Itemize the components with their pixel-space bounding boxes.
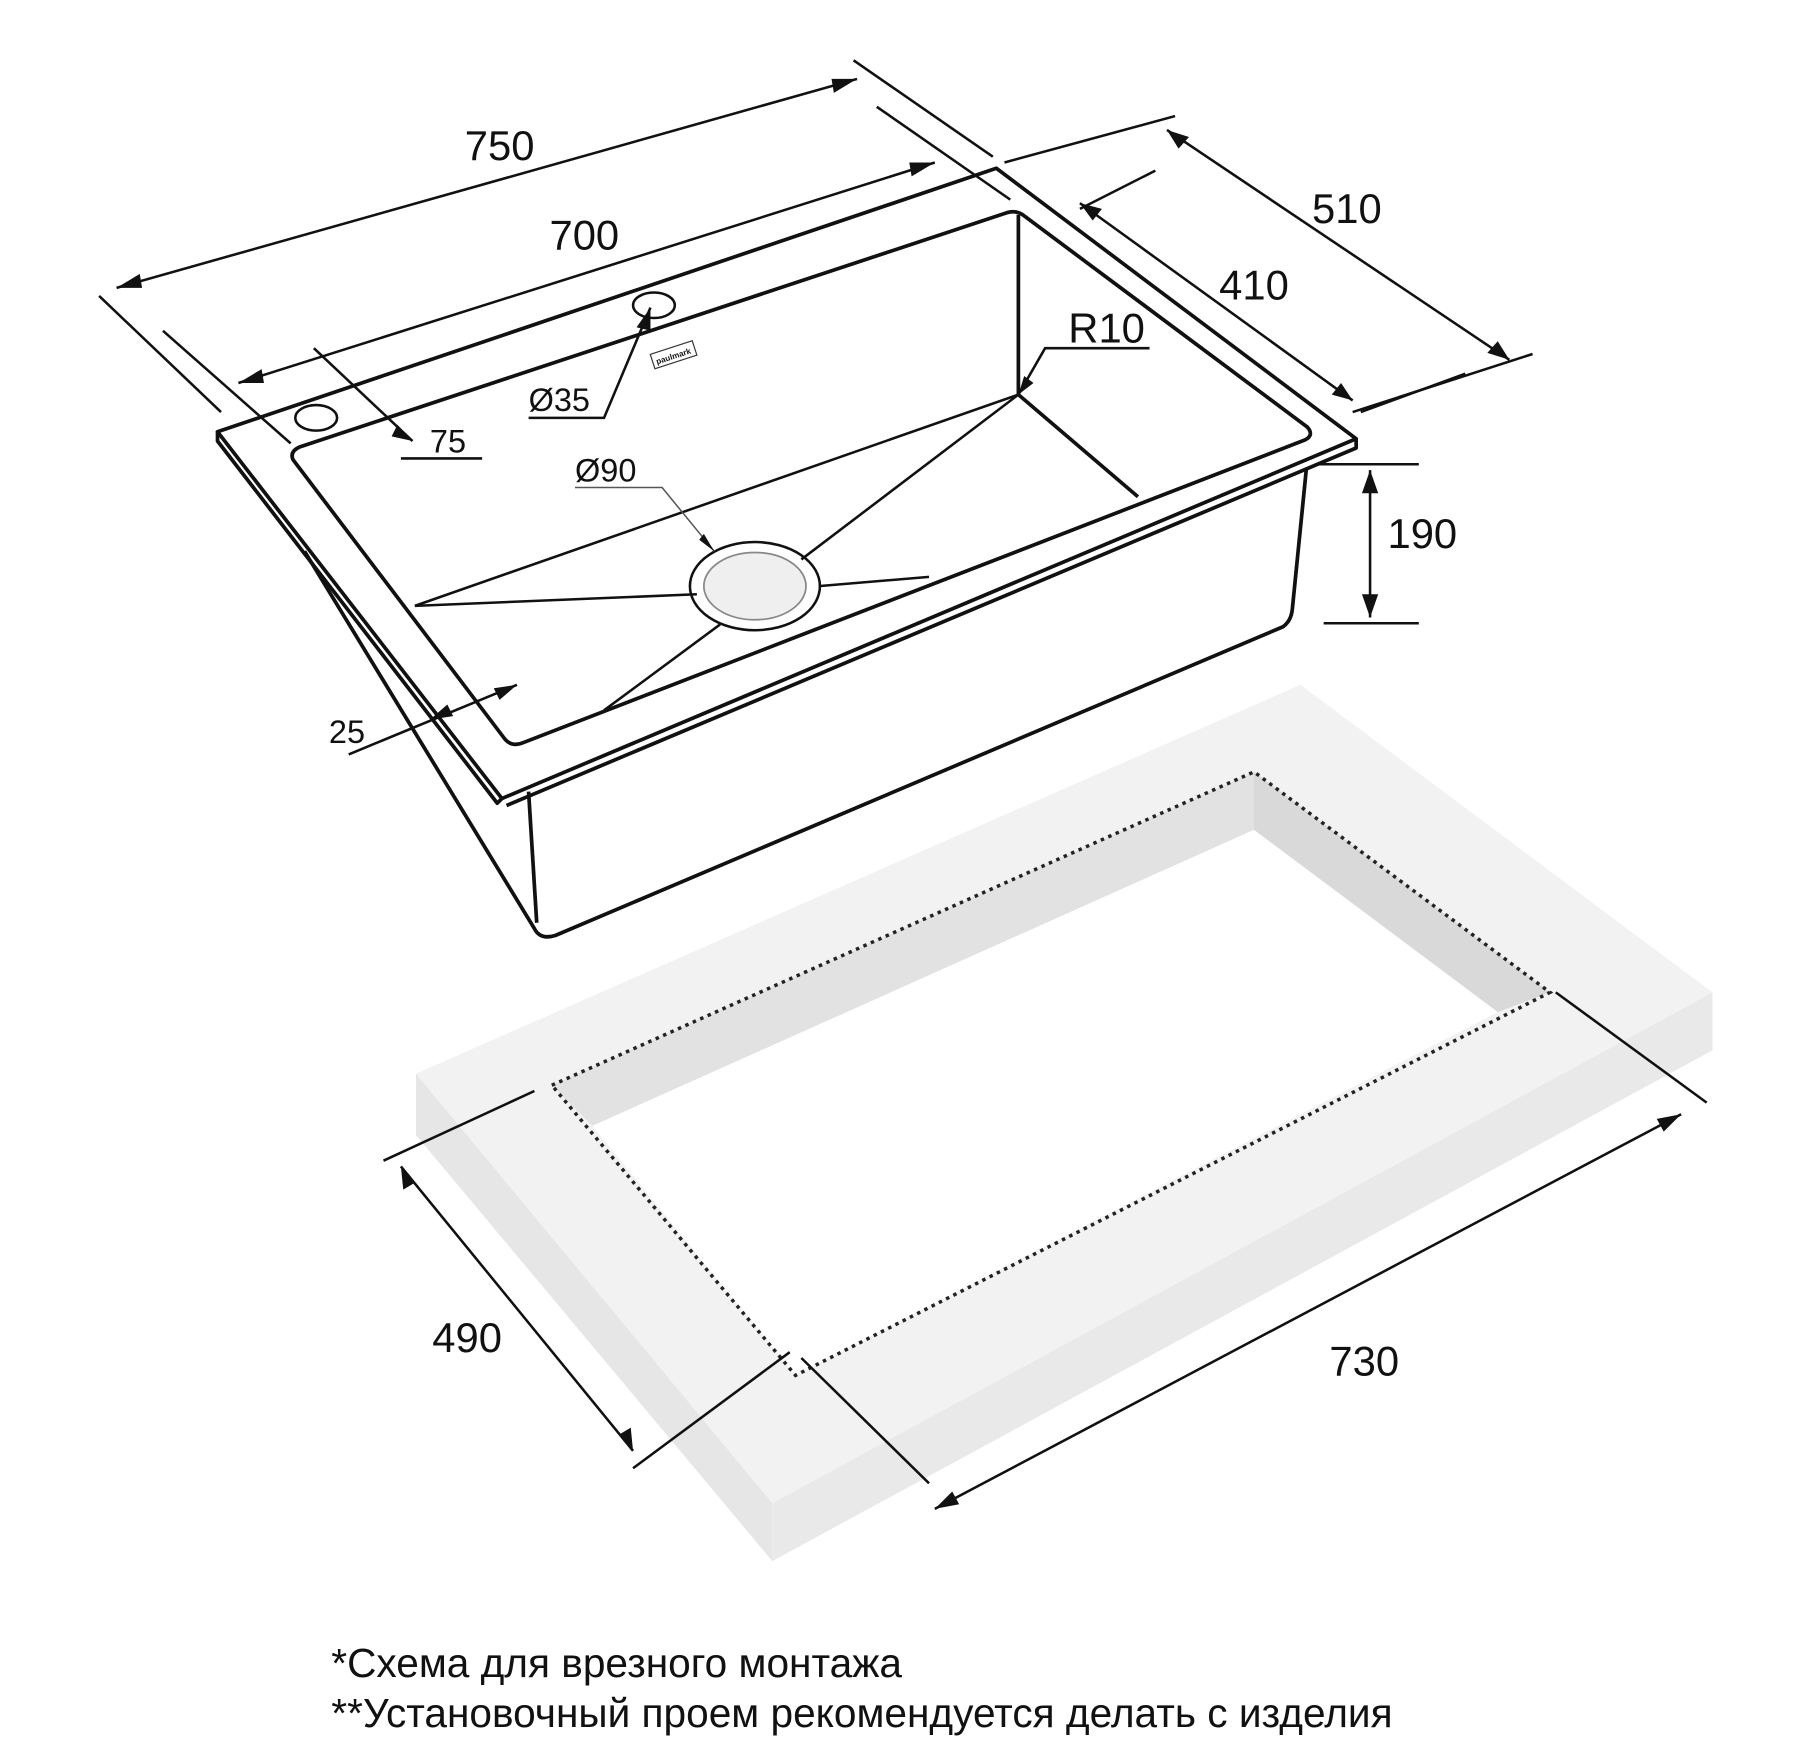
note-mounting: *Схема для врезного монтажа bbox=[331, 1640, 902, 1686]
dimension-lines bbox=[98, 59, 1708, 1510]
sink-rim bbox=[215, 166, 1358, 801]
counter-front-face bbox=[772, 992, 1713, 1562]
cutout-back-wall bbox=[551, 771, 1255, 1126]
dim-r10: R10 bbox=[1068, 304, 1145, 351]
drain-icon bbox=[688, 540, 822, 632]
dim-75: 75 bbox=[430, 424, 466, 460]
dim-drain: Ø90 bbox=[575, 453, 636, 489]
dim-490: 490 bbox=[432, 1314, 502, 1361]
sink: paulmark bbox=[215, 166, 1358, 939]
dim-750: 750 bbox=[465, 122, 535, 169]
tap-hole-icon bbox=[631, 291, 677, 320]
counter-left-face bbox=[416, 1073, 773, 1562]
cutout-side-wall bbox=[1254, 771, 1550, 1013]
bowl-opening bbox=[290, 209, 1313, 747]
tap-hole-icon bbox=[294, 403, 339, 432]
note-cutout: **Установочный проем рекомендуется делат… bbox=[331, 1690, 1392, 1736]
dim-510: 510 bbox=[1312, 185, 1382, 232]
dim-730: 730 bbox=[1329, 1337, 1399, 1384]
dim-410: 410 bbox=[1219, 261, 1289, 308]
dim-190: 190 bbox=[1387, 510, 1457, 557]
dim-25: 25 bbox=[329, 714, 365, 750]
brand-logo: paulmark bbox=[649, 340, 698, 370]
cutout-opening bbox=[592, 829, 1498, 1376]
cutout-outline bbox=[548, 769, 1554, 1378]
countertop bbox=[416, 684, 1713, 1562]
dim-700: 700 bbox=[549, 212, 619, 259]
dim-tap-hole: Ø35 bbox=[529, 382, 590, 418]
dimension-labels: 750 700 510 410 R10 190 Ø35 75 Ø90 25 73… bbox=[329, 122, 1457, 1384]
arrowheads bbox=[116, 78, 1682, 1509]
sink-body bbox=[302, 469, 1309, 939]
